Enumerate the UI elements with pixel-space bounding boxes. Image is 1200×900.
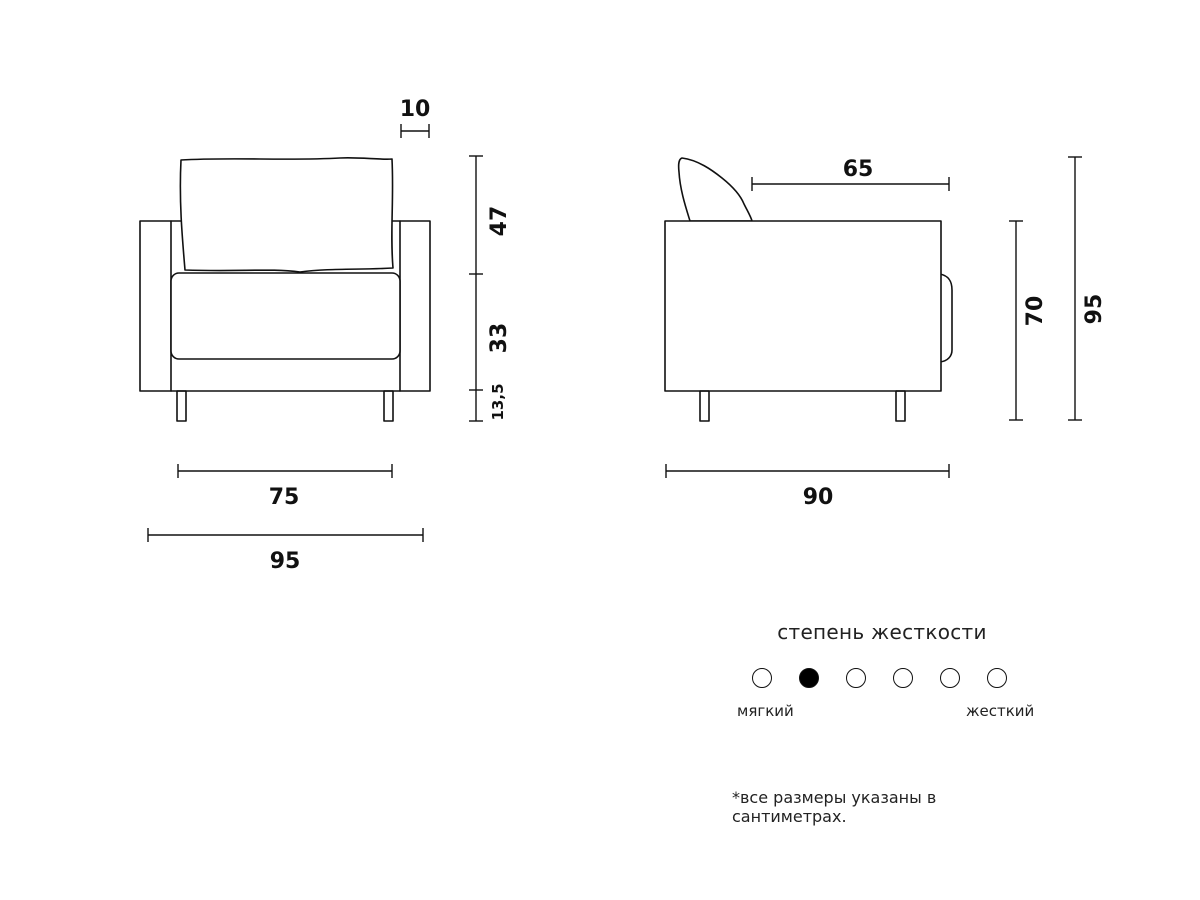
dim-body-height: 70 <box>1023 296 1048 327</box>
side-body-outline <box>664 220 942 392</box>
firmness-dot-2 <box>799 668 819 688</box>
firmness-dot-1 <box>752 668 772 688</box>
firmness-min-label: мягкий <box>737 702 794 720</box>
dim-back-cushion-height: 47 <box>487 206 512 237</box>
seat-cushion <box>170 272 401 360</box>
front-dimension-lines <box>147 124 483 542</box>
dim-seat-width: 75 <box>269 485 300 510</box>
firmness-dot-5 <box>940 668 960 688</box>
firmness-dot-4 <box>893 668 913 688</box>
dim-total-depth: 90 <box>803 485 834 510</box>
firmness-dot-6 <box>987 668 1007 688</box>
side-leg-front <box>699 390 710 422</box>
firmness-scale <box>752 668 1017 692</box>
firmness-dot-3 <box>846 668 866 688</box>
side-view <box>664 157 953 422</box>
firmness-title: степень жесткости <box>777 620 987 644</box>
side-leg-rear <box>895 390 906 422</box>
firmness-max-label: жесткий <box>966 702 1035 720</box>
front-leg-left <box>176 390 187 422</box>
back-cushion <box>179 156 394 273</box>
side-dimension-lines <box>665 156 1082 478</box>
side-pillow-rear <box>939 273 953 363</box>
dim-total-height: 95 <box>1082 294 1107 325</box>
front-view <box>139 156 431 422</box>
front-leg-right <box>383 390 394 422</box>
dim-seat-height: 33 <box>487 323 512 354</box>
dim-seat-depth: 65 <box>843 157 874 182</box>
dim-leg-height: 13,5 <box>489 383 507 420</box>
side-back-pillow <box>677 157 753 222</box>
footnote: *все размеры указаны в сантиметрах. <box>732 788 937 826</box>
dim-armrest-width: 10 <box>400 97 431 122</box>
dim-total-width: 95 <box>270 549 301 574</box>
